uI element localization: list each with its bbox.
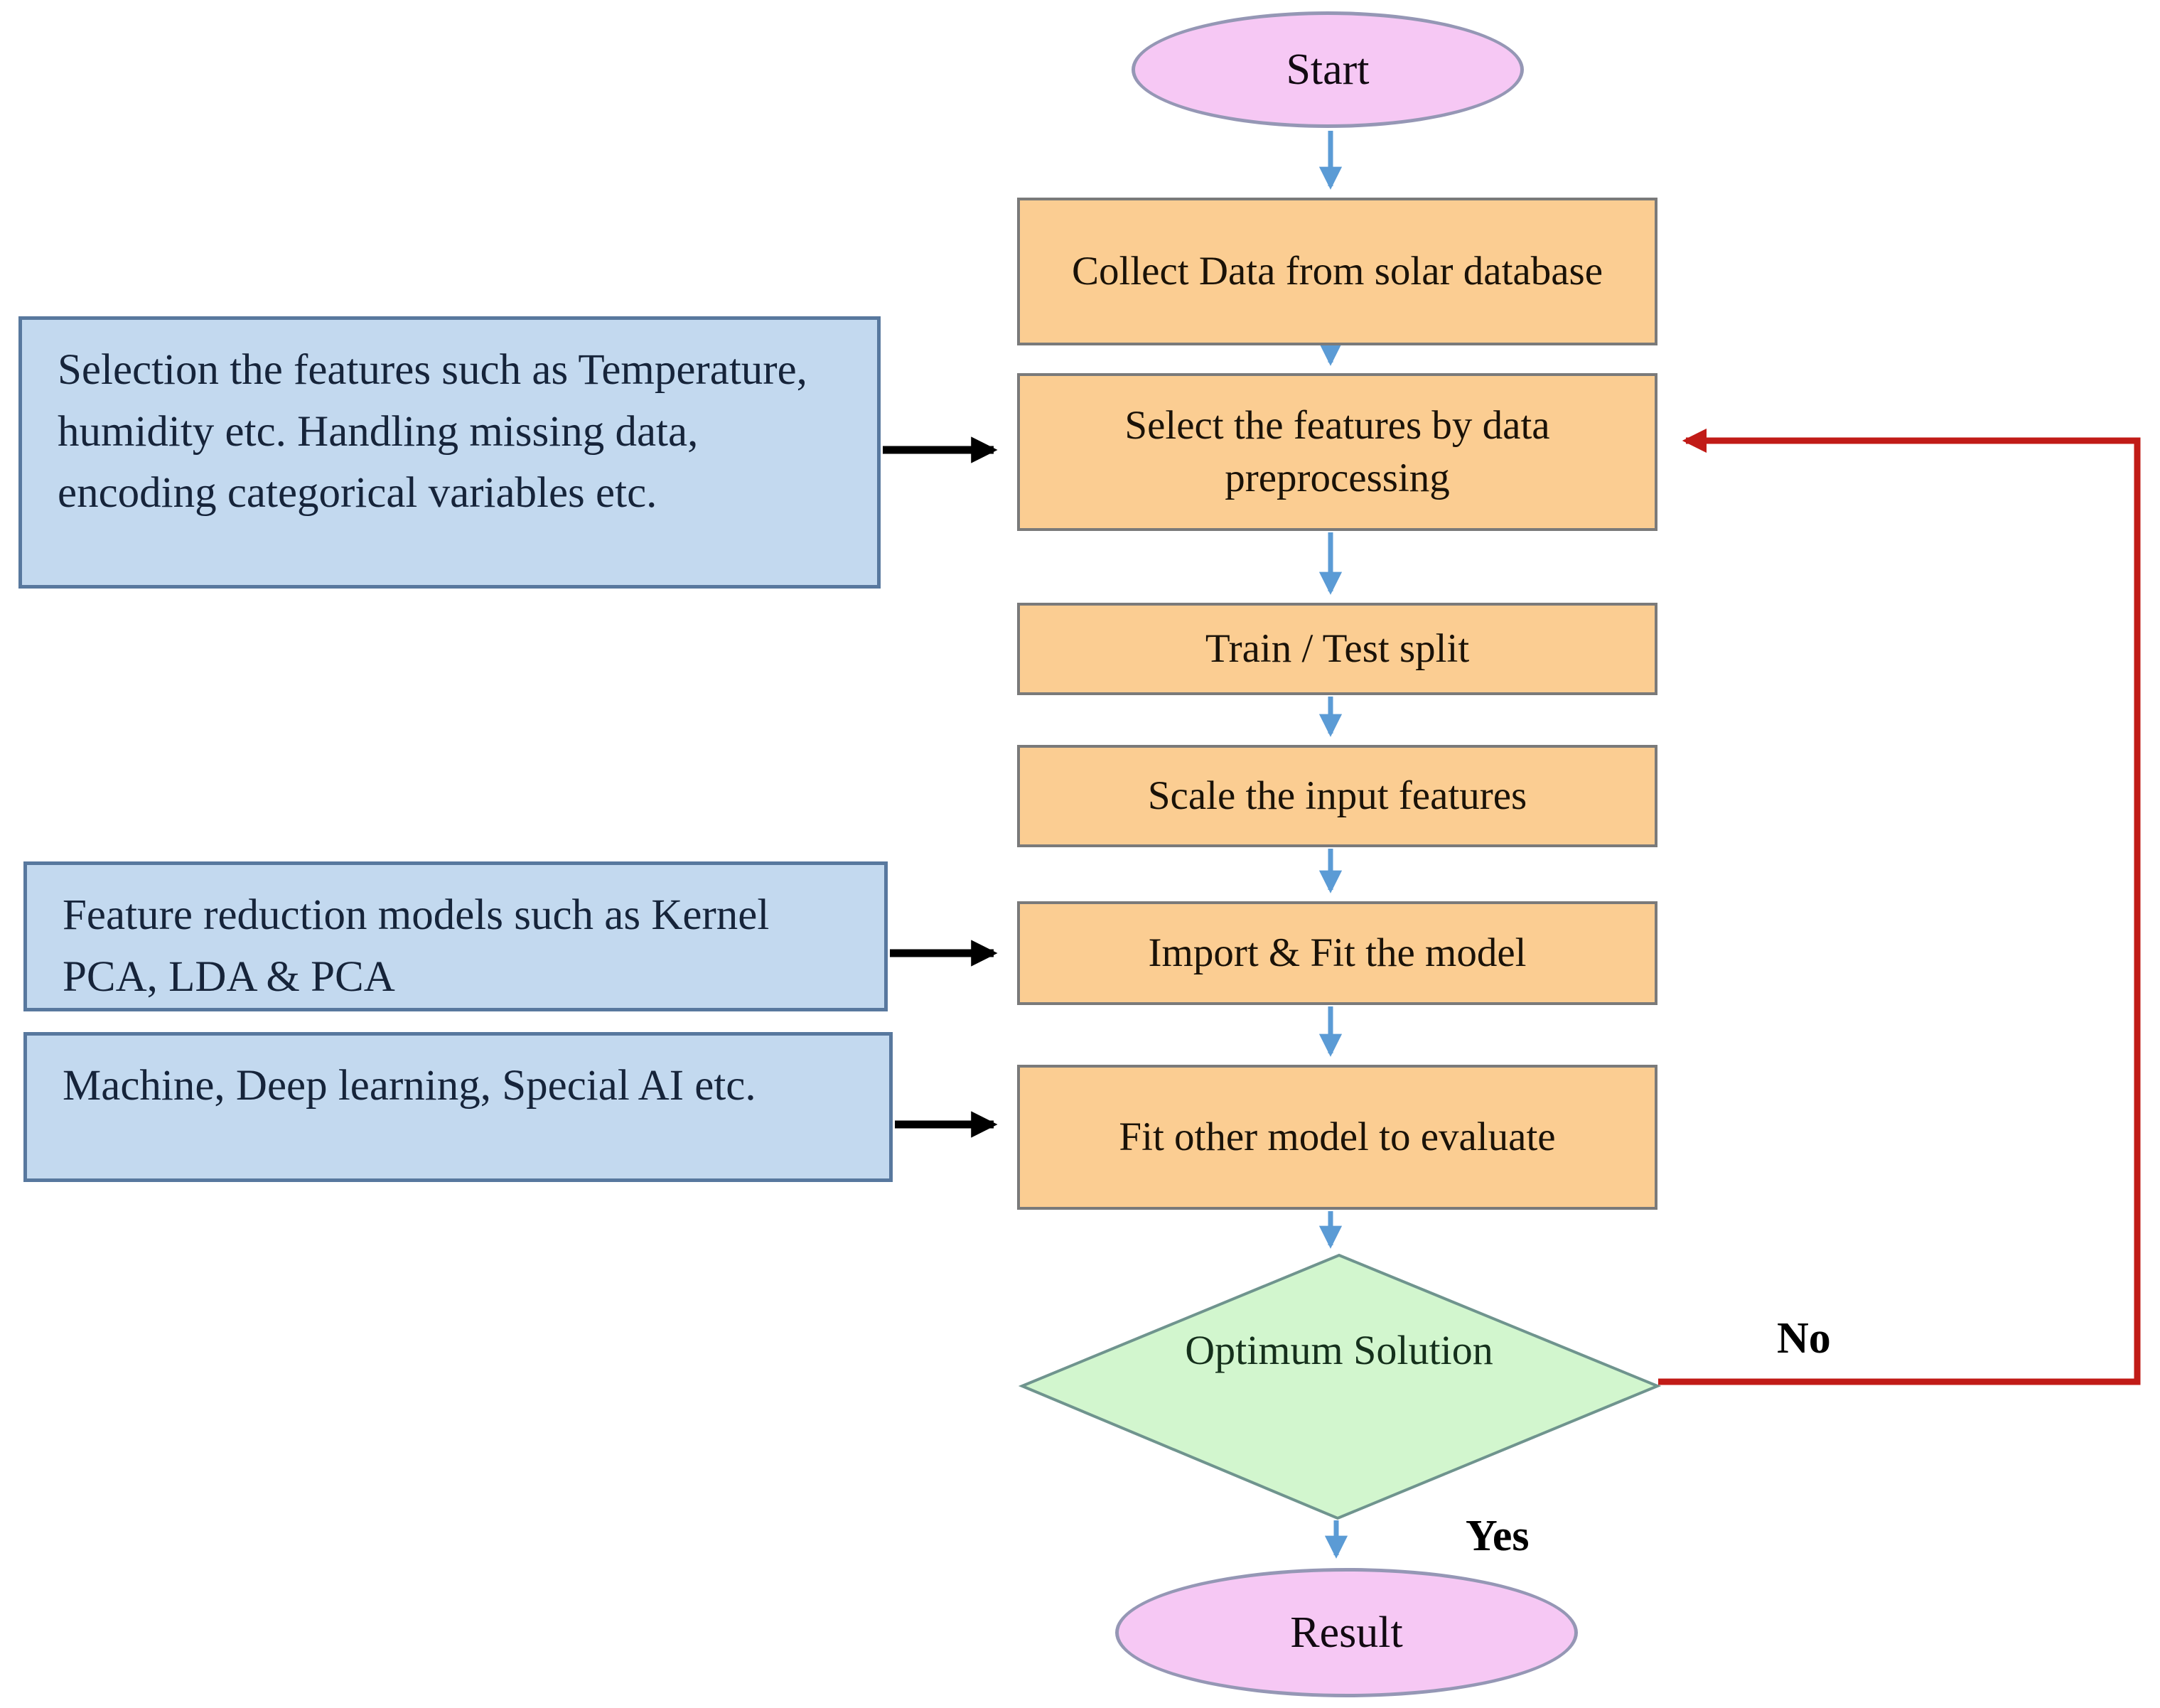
annotation-model-types: Machine, Deep learning, Special AI etc. xyxy=(23,1032,893,1182)
node-result: Result xyxy=(1115,1568,1578,1697)
node-collect-data-label: Collect Data from solar database xyxy=(1071,248,1603,294)
node-train-test-split: Train / Test split xyxy=(1017,603,1657,695)
node-train-test-split-label: Train / Test split xyxy=(1205,625,1470,671)
annotation-feature-reduction-text: Feature reduction models such as Kernel … xyxy=(63,891,770,1001)
node-fit-other-model-label: Fit other model to evaluate xyxy=(1119,1114,1556,1159)
edge-label-yes: Yes xyxy=(1466,1512,1530,1560)
node-collect-data: Collect Data from solar database xyxy=(1017,198,1657,345)
node-result-label: Result xyxy=(1290,1608,1403,1657)
node-import-fit-model-label: Import & Fit the model xyxy=(1148,930,1527,975)
node-import-fit-model: Import & Fit the model xyxy=(1017,901,1657,1005)
node-fit-other-model: Fit other model to evaluate xyxy=(1017,1065,1657,1210)
node-start: Start xyxy=(1132,11,1524,128)
node-start-label: Start xyxy=(1286,45,1370,94)
no-loop-arrow xyxy=(1658,428,2141,1385)
node-optimum-solution: Optimum Solution xyxy=(1185,1327,1493,1373)
annotation-feature-selection-text: Selection the features such as Temperatu… xyxy=(58,346,807,517)
node-select-features: Select the features by data preprocessin… xyxy=(1017,373,1657,531)
node-scale-features-label: Scale the input features xyxy=(1147,773,1527,818)
annotation-feature-selection: Selection the features such as Temperatu… xyxy=(18,316,881,589)
edge-label-no: No xyxy=(1777,1314,1831,1363)
annotation-model-types-text: Machine, Deep learning, Special AI etc. xyxy=(63,1062,756,1110)
node-scale-features: Scale the input features xyxy=(1017,745,1657,847)
node-select-features-label: Select the features by data preprocessin… xyxy=(1124,402,1550,500)
decision-shape xyxy=(1018,1253,1662,1520)
annotation-feature-reduction: Feature reduction models such as Kernel … xyxy=(23,861,888,1011)
